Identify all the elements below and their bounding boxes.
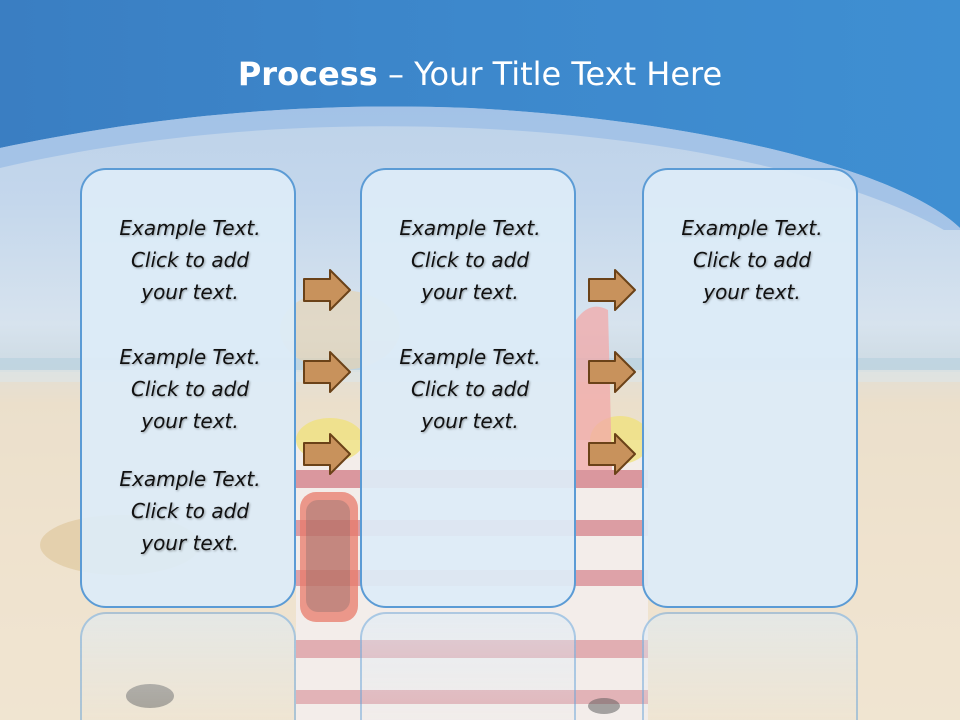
text-line: Click to add xyxy=(692,248,812,272)
text-line: Click to add xyxy=(410,377,530,401)
box-1-text-3[interactable]: Example Text. Click to add your text. xyxy=(82,463,298,559)
text-line: Example Text. xyxy=(681,216,823,240)
text-line: your text. xyxy=(141,409,239,433)
right-arrow-icon[interactable] xyxy=(587,350,637,394)
text-line: Click to add xyxy=(130,248,250,272)
process-box-3[interactable]: Example Text. Click to add your text. xyxy=(642,168,858,608)
right-arrow-icon[interactable] xyxy=(587,432,637,476)
text-line: Example Text. xyxy=(399,345,541,369)
text-line: Click to add xyxy=(130,499,250,523)
box-3-reflection xyxy=(642,612,858,720)
box-1-reflection xyxy=(80,612,296,720)
text-line: Example Text. xyxy=(119,345,261,369)
box-1-text-2[interactable]: Example Text. Click to add your text. xyxy=(82,341,298,437)
title-main: Process xyxy=(237,55,378,93)
text-line: your text. xyxy=(421,409,519,433)
text-line: Example Text. xyxy=(119,216,261,240)
box-2-text-2[interactable]: Example Text. Click to add your text. xyxy=(362,341,578,437)
text-line: Example Text. xyxy=(399,216,541,240)
title-sub: – Your Title Text Here xyxy=(377,55,723,93)
right-arrow-icon[interactable] xyxy=(302,350,352,394)
text-line: Click to add xyxy=(410,248,530,272)
slide-title[interactable]: Process – Your Title Text Here xyxy=(0,52,960,96)
text-line: your text. xyxy=(141,280,239,304)
process-box-2[interactable]: Example Text. Click to add your text. Ex… xyxy=(360,168,576,608)
box-2-reflection xyxy=(360,612,576,720)
text-line: Example Text. xyxy=(119,467,261,491)
box-3-text-1[interactable]: Example Text. Click to add your text. xyxy=(644,212,860,308)
header-band xyxy=(0,0,960,230)
right-arrow-icon[interactable] xyxy=(587,268,637,312)
box-2-text-1[interactable]: Example Text. Click to add your text. xyxy=(362,212,578,308)
right-arrow-icon[interactable] xyxy=(302,268,352,312)
text-line: your text. xyxy=(703,280,801,304)
process-box-1[interactable]: Example Text. Click to add your text. Ex… xyxy=(80,168,296,608)
right-arrow-icon[interactable] xyxy=(302,432,352,476)
text-line: your text. xyxy=(421,280,519,304)
box-1-text-1[interactable]: Example Text. Click to add your text. xyxy=(82,212,298,308)
text-line: your text. xyxy=(141,531,239,555)
text-line: Click to add xyxy=(130,377,250,401)
